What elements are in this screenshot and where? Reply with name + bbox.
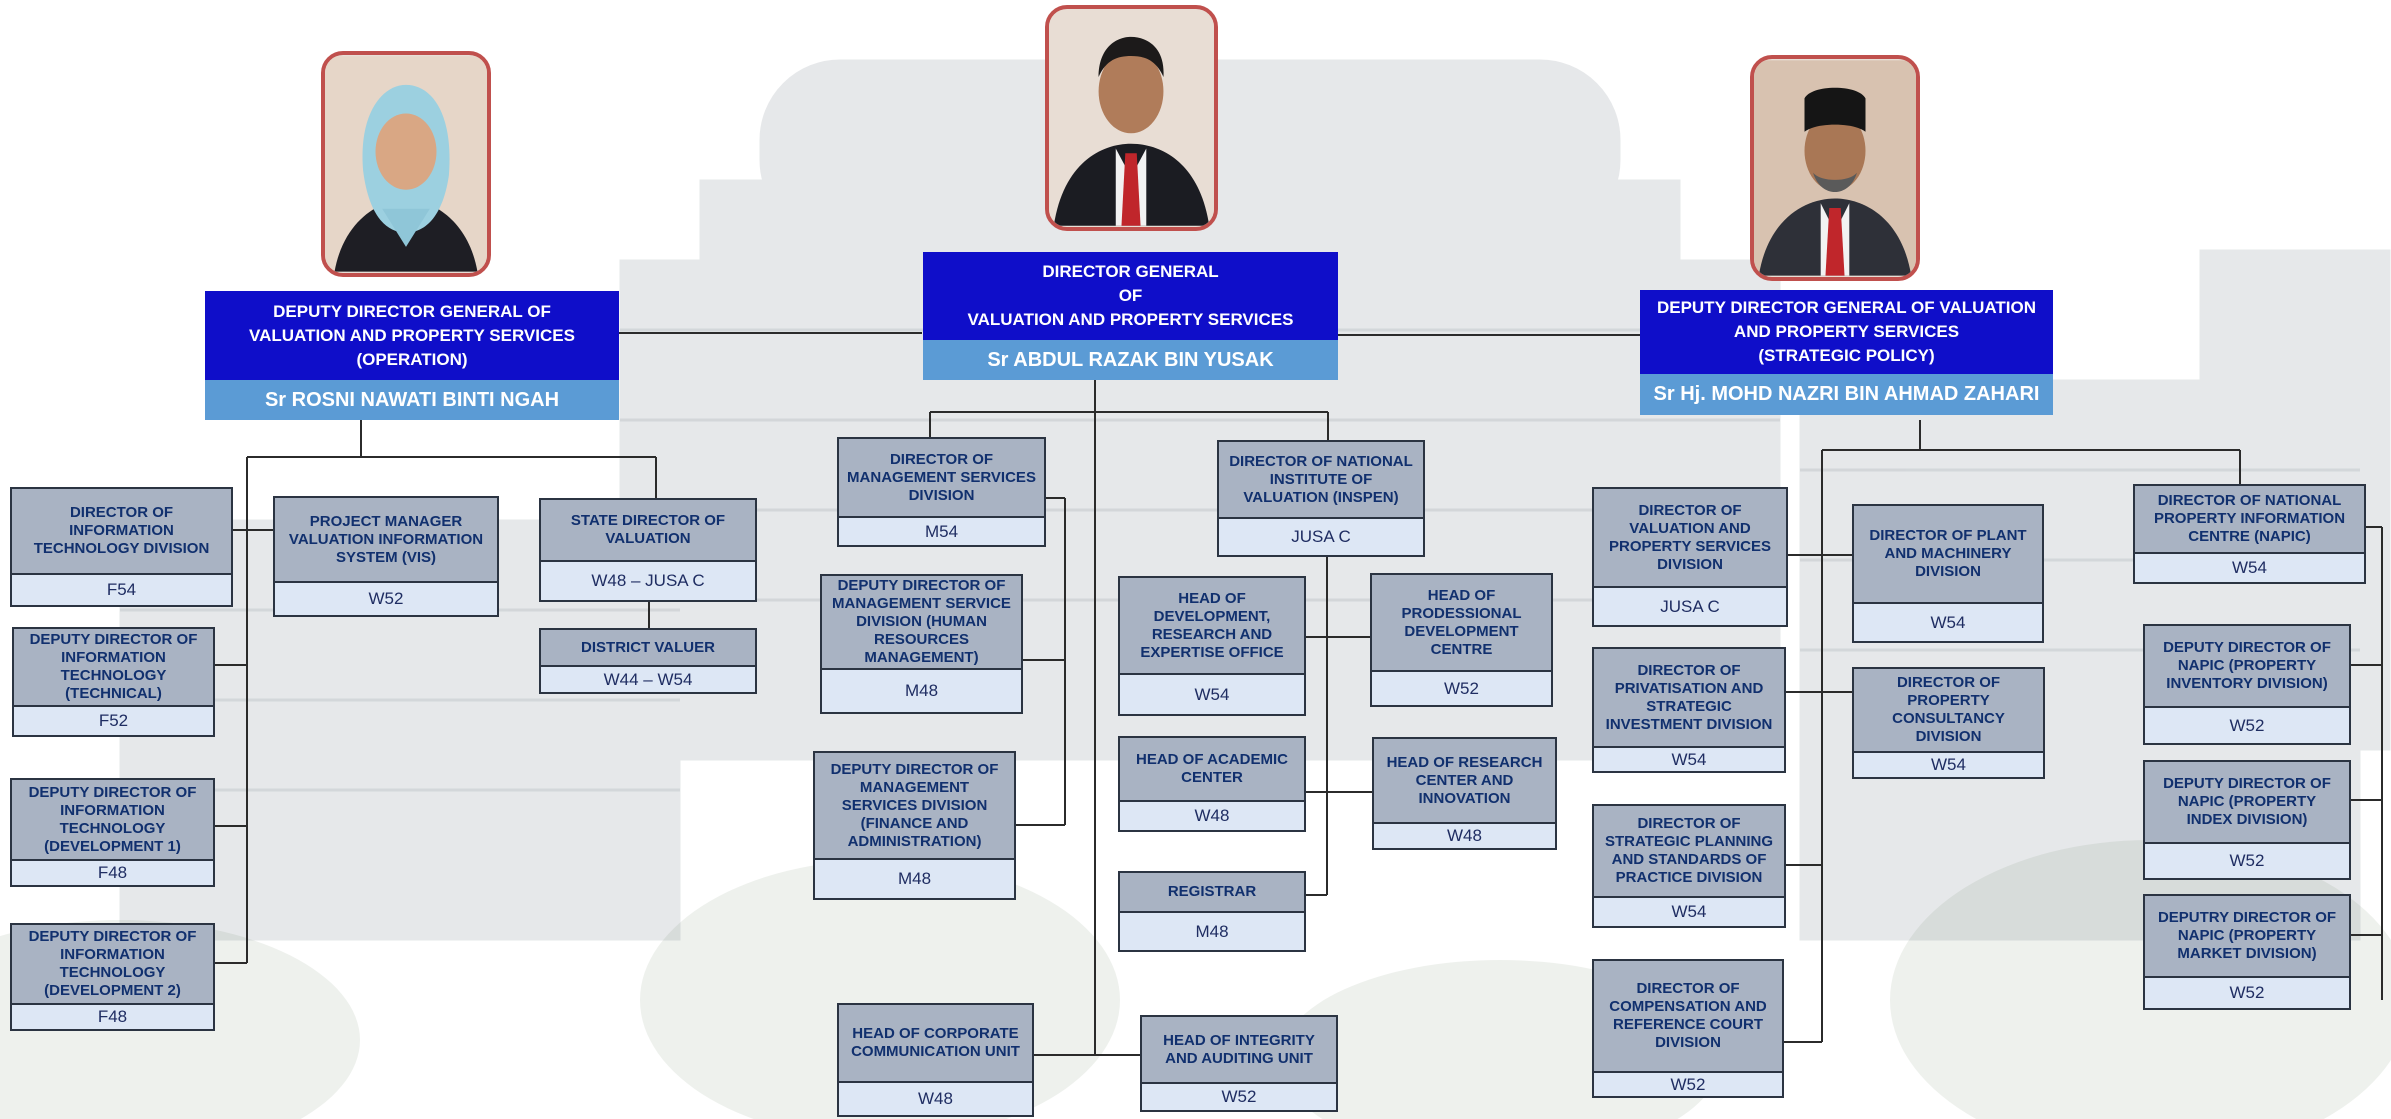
unit-msd-finance: DEPUTY DIRECTOR OF MANAGEMENT SERVICES D… (813, 751, 1016, 900)
unit-dd-it-dev1: DEPUTY DIRECTOR OF INFORMATION TECHNOLOG… (10, 778, 215, 887)
unit-vis-project-manager: PROJECT MANAGER VALUATION INFORMATION SY… (273, 496, 499, 617)
unit-inspen-director: DIRECTOR OF NATIONAL INSTITUTE OF VALUAT… (1217, 440, 1425, 557)
unit-property-consultancy: DIRECTOR OF PROPERTY CONSULTANCY DIVISIO… (1852, 667, 2045, 779)
ddg-policy-photo (1750, 55, 1920, 281)
unit-dd-it-dev2: DEPUTY DIRECTOR OF INFORMATION TECHNOLOG… (10, 923, 215, 1031)
unit-vps-director: DIRECTOR OF VALUATION AND PROPERTY SERVI… (1592, 487, 1788, 627)
unit-napic-index: DEPUTY DIRECTOR OF NAPIC (PROPERTY INDEX… (2143, 760, 2351, 880)
unit-msd-director: DIRECTOR OF MANAGEMENT SERVICES DIVISION… (837, 437, 1046, 547)
unit-academic-center: HEAD OF ACADEMIC CENTER W48 (1118, 736, 1306, 832)
unit-state-director: STATE DIRECTOR OF VALUATION W48 – JUSA C (539, 498, 757, 602)
ddg-policy-name: Sr Hj. MOHD NAZRI BIN AHMAD ZAHARI (1640, 374, 2053, 415)
dg-header: DIRECTOR GENERAL OF VALUATION AND PROPER… (923, 252, 1338, 380)
man-portrait-icon (1754, 60, 1916, 276)
unit-it-division: DIRECTOR OF INFORMATION TECHNOLOGY DIVIS… (10, 487, 233, 607)
unit-corporate-communication: HEAD OF CORPORATE COMMUNICATION UNIT W48 (837, 1003, 1034, 1117)
unit-msd-hr: DEPUTY DIRECTOR OF MANAGEMENT SERVICE DI… (820, 574, 1023, 714)
woman-portrait-icon (325, 56, 487, 272)
unit-integrity-auditing: HEAD OF INTEGRITY AND AUDITING UNIT W52 (1140, 1015, 1338, 1112)
ddg-policy-header: DEPUTY DIRECTOR GENERAL OF VALUATION AND… (1640, 290, 2053, 415)
unit-napic-director: DIRECTOR OF NATIONAL PROPERTY INFORMATIO… (2133, 484, 2366, 584)
dg-title: DIRECTOR GENERAL OF VALUATION AND PROPER… (923, 252, 1338, 340)
unit-privatisation: DIRECTOR OF PRIVATISATION AND STRATEGIC … (1592, 647, 1786, 773)
unit-registrar: REGISTRAR M48 (1118, 871, 1306, 952)
man-portrait-icon (1049, 10, 1214, 226)
ddg-operation-title: DEPUTY DIRECTOR GENERAL OF VALUATION AND… (205, 291, 619, 380)
unit-professional-development: HEAD OF PRODESSIONAL DEVELOPMENT CENTRE … (1370, 573, 1553, 707)
unit-napic-inventory: DEPUTY DIRECTOR OF NAPIC (PROPERTY INVEN… (2143, 624, 2351, 745)
unit-dd-it-technical: DEPUTY DIRECTOR OF INFORMATION TECHNOLOG… (12, 627, 215, 737)
ddg-operation-header: DEPUTY DIRECTOR GENERAL OF VALUATION AND… (205, 291, 619, 420)
unit-compensation: DIRECTOR OF COMPENSATION AND REFERENCE C… (1592, 959, 1784, 1098)
ddg-operation-photo (321, 51, 491, 277)
unit-research-centre: HEAD OF RESEARCH CENTER AND INNOVATION W… (1372, 737, 1557, 850)
ddg-operation-name: Sr ROSNI NAWATI BINTI NGAH (205, 380, 619, 420)
unit-development-research: HEAD OF DEVELOPMENT, RESEARCH AND EXPERT… (1118, 576, 1306, 716)
unit-napic-market: DEPUTRY DIRECTOR OF NAPIC (PROPERTY MARK… (2143, 894, 2351, 1010)
ddg-policy-title: DEPUTY DIRECTOR GENERAL OF VALUATION AND… (1640, 290, 2053, 374)
unit-plant-machinery: DIRECTOR OF PLANT AND MACHINERY DIVISION… (1852, 504, 2044, 643)
dg-photo (1045, 5, 1218, 231)
unit-strategic-planning: DIRECTOR OF STRATEGIC PLANNING AND STAND… (1592, 804, 1786, 928)
dg-name: Sr ABDUL RAZAK BIN YUSAK (923, 340, 1338, 380)
unit-district-valuer: DISTRICT VALUER W44 – W54 (539, 628, 757, 694)
